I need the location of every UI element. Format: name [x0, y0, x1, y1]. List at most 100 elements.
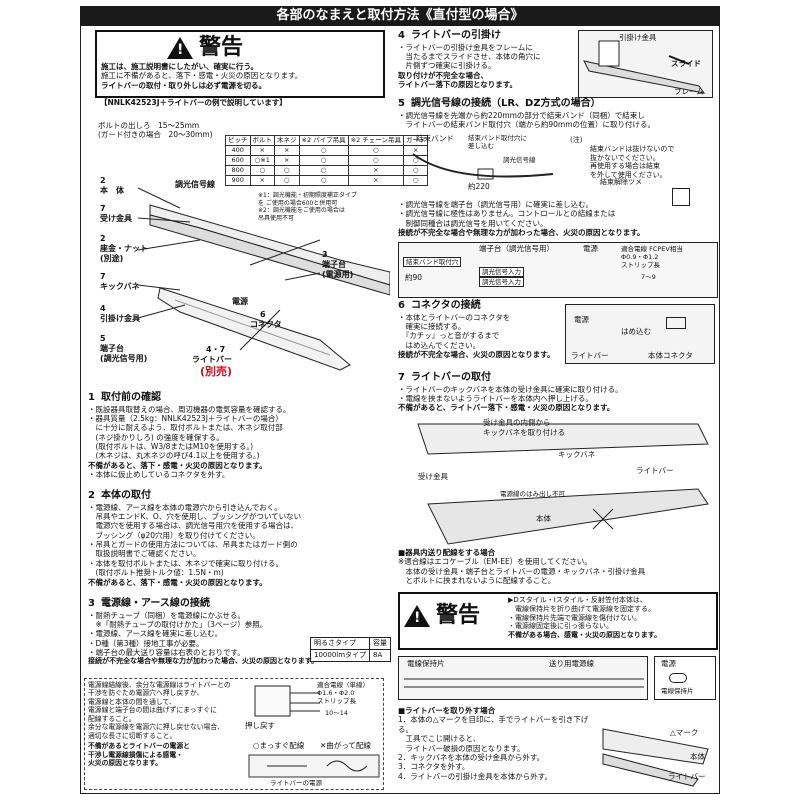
- text-line: 制御同種合は調光信号を用いてください。: [398, 218, 548, 228]
- note-line: 電源線と本体の間を通して、: [88, 697, 176, 706]
- part-num: 4・7: [206, 345, 226, 354]
- text-line: (木ネジは、丸木ネジの呼び4.1以上を使用する。): [88, 451, 260, 461]
- holder-label: 電線保持片: [407, 659, 445, 668]
- lightbar-label: ライトバー: [571, 351, 609, 360]
- frame-label: フレーム: [674, 87, 704, 96]
- text-line: ・耐熱チューブ（同梱）を電源線にかぶせる。: [88, 610, 246, 620]
- terminal-figure: 端子台（調光信号用） 電源 適合電線 FCPEV相当 Φ0.9・Φ1.2 ストリ…: [398, 242, 718, 298]
- insert-label: 差し込む: [468, 142, 494, 150]
- strip-val: 7～9: [641, 273, 656, 282]
- part-label: 受け金具: [100, 214, 132, 223]
- text-line: ブッシング（φ20穴用）を取り付けてください。: [88, 530, 260, 540]
- td: ○: [347, 145, 404, 156]
- text-line: 本体の受け金具・端子台とライトバーの電源・キックバネ・引掛け金具: [398, 566, 646, 576]
- cell: 8A: [369, 648, 392, 662]
- kickspring-figure: 受け金具の内側から キックバネを取り付ける キックバネ ライトバー 受け金具 電…: [408, 414, 718, 546]
- leader: [284, 272, 321, 281]
- part-num: 7: [100, 204, 106, 213]
- text-line: ※「耐熱チューブの取付けかた」（3ページ）参照。: [88, 619, 268, 629]
- text-line: とボルトに挟まれないように配線すること。: [398, 576, 556, 586]
- signal-in-2: 調光信号入力: [479, 277, 524, 288]
- removal-section: ■ライトバーを取り外す場合 1．本体の△マークを目印に、手でライトバーを引き下げ…: [398, 706, 598, 781]
- text-line: (ネジ掛かりしろ) の強度を確保する。: [88, 432, 224, 442]
- text-line: 工具でこじ開けると、: [398, 734, 481, 744]
- sec-num: 3: [88, 598, 95, 609]
- text-line: ・本体を取付ボルトまたは、木ネジで確実に取り付ける。: [88, 558, 283, 568]
- warning-heading-text: 警告: [199, 35, 244, 60]
- band-figure: 結束バンド 結束バンド取付穴に 差し込む 調光信号線 約220: [408, 134, 558, 194]
- cable-icon: [669, 673, 687, 683]
- text-line: 取扱説明書でご確認ください。: [88, 549, 201, 559]
- dim-220: 約220: [468, 182, 490, 191]
- td: ×: [249, 145, 275, 156]
- section-8-title: ■器具内送り配線をする場合: [398, 548, 496, 557]
- part-num: 7: [100, 272, 106, 281]
- straight-label: まっすぐ配線: [259, 741, 305, 750]
- td: 400: [225, 145, 251, 156]
- lightbar: [157, 287, 351, 371]
- th: ピッチ: [225, 135, 251, 146]
- warn-line: 不備があると、落下・感電・火災の原因となります。: [88, 577, 267, 587]
- ng-icon: ✕: [320, 741, 327, 750]
- part-num: 6: [260, 310, 266, 319]
- bent-label: 曲がって配線: [326, 741, 371, 750]
- text-line: ・D種（第3種）接地工事が必要。: [88, 638, 204, 648]
- warning-line: ・電源線固定後に引っ張らない。: [508, 622, 613, 631]
- receive-label: 受け金具: [418, 472, 448, 481]
- strip-spec-value: Φ0.9・Φ1.2: [621, 253, 659, 262]
- lightbar-label: ライトバー: [636, 466, 674, 475]
- part-num: 2: [100, 234, 106, 243]
- part-label: 引掛け金具: [100, 314, 140, 323]
- section-8: ■器具内送り配線をする場合 ※適合線はエコケーブル（EM-EE）を使用してくださ…: [398, 548, 718, 586]
- text-line: ・ライトバーのキックバネを本体の受け金具に確実に取り付ける。: [398, 384, 623, 394]
- warning-line: 電線保持片を折り曲げて電源線を固定する。: [508, 604, 655, 613]
- wire-spec-value: Φ1.6・Φ2.0: [317, 689, 355, 698]
- fit-label: はめ込む: [621, 327, 651, 336]
- push-label: 押し戻す: [245, 721, 275, 730]
- warning-line: 施工に不備があると、落下・感電・火災の原因となります。: [101, 71, 303, 81]
- warning-heading-2: ! 警告: [404, 602, 480, 630]
- slide-label: スライド: [671, 59, 701, 68]
- sec-title: ライトバーの引掛け: [410, 30, 501, 41]
- text-line: 2．キックバネを本体の受け金具から外す。: [398, 752, 545, 762]
- cell: 明るさタイプ: [309, 637, 371, 650]
- text-line: ・既設器具取替えの場合、周辺機器の電気容量を確認する。: [88, 404, 291, 414]
- td: ○: [402, 175, 429, 186]
- body-label: 本体: [536, 514, 551, 523]
- warning-triangle-icon: !: [167, 36, 193, 59]
- text-line: はめ込んでください。: [398, 340, 481, 350]
- dim-90: 約90: [405, 273, 423, 282]
- part-num: 3: [322, 250, 328, 259]
- warn-line: 不備があると、落下・感電・火災の原因となります。: [88, 460, 267, 470]
- leader: [137, 284, 181, 291]
- straight-wiring: ○まっすぐ配線: [253, 741, 304, 750]
- part-label: 端子台: [322, 260, 346, 269]
- wiring-lines: [404, 678, 644, 688]
- section-3-note-box: 電源線結線後、余分な電源線はライトバーとの 干渉を防ぐため電源穴へ押し戻すか、 …: [84, 678, 384, 790]
- text-line: ※適合線はエコケーブル（EM-EE）を使用してください。: [398, 557, 592, 567]
- part-label: キックバネ: [100, 282, 140, 291]
- terminal-icon: [254, 685, 320, 717]
- power-label: 電源: [661, 659, 676, 668]
- leader: [249, 239, 321, 266]
- leader: [137, 239, 201, 251]
- bolt-note-1: ボルトの出しろ 15～25mm: [98, 121, 200, 130]
- note-line: 余分な電源線を電源穴に押し戻せない場合、: [88, 723, 224, 732]
- note: ※1：調光機能・初期照度補正タイプ: [258, 192, 357, 199]
- power-label: 電源: [232, 297, 248, 306]
- warning-line: ライトバーの取付・取り外しは必ず電源を切る。: [101, 80, 266, 90]
- receiver-label-2: キックバネを取り付ける: [483, 428, 566, 437]
- note-line: を外して使用ください。: [590, 171, 667, 179]
- sec-title: コネクタの接続: [410, 300, 481, 311]
- sec-num: 5: [398, 98, 405, 109]
- sec-num: 6: [398, 300, 405, 311]
